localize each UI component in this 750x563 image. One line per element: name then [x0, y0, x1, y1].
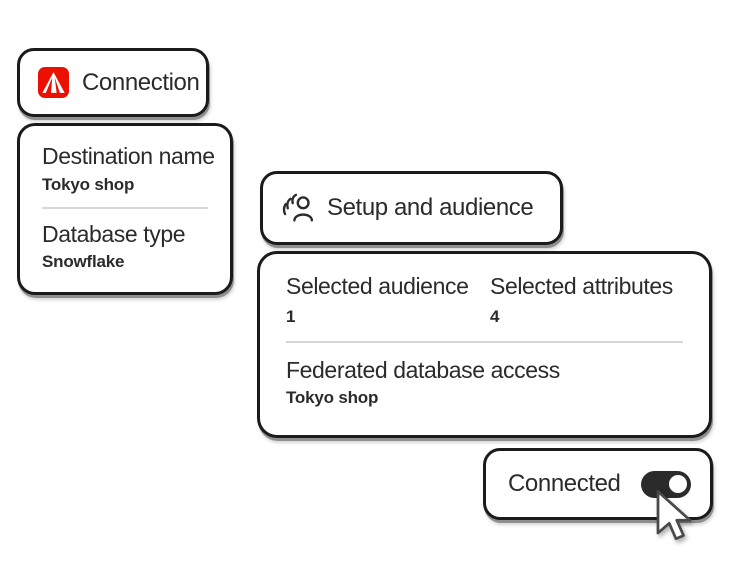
connected-label: Connected [508, 470, 621, 497]
toggle-knob-icon [669, 475, 687, 493]
setup-audience-card: Setup and audience [260, 171, 563, 245]
federated-access-field: Federated database access Tokyo shop [286, 357, 683, 409]
divider [42, 206, 208, 209]
connected-status-card: Connected [483, 448, 713, 520]
selected-attributes-stat: Selected attributes 4 [490, 273, 673, 327]
summary-card: Selected audience 1 Selected attributes … [257, 251, 712, 438]
stats-row: Selected audience 1 Selected attributes … [286, 273, 683, 327]
selected-attributes-label: Selected attributes [490, 273, 673, 299]
selected-audience-value: 1 [286, 306, 296, 326]
selected-audience-label: Selected audience [286, 273, 469, 299]
connection-title: Connection [82, 68, 200, 96]
destination-name-label: Destination name [42, 143, 215, 169]
selected-attributes-value: 4 [490, 306, 500, 326]
database-type-value: Snowflake [42, 252, 125, 272]
selected-audience-stat: Selected audience 1 [286, 273, 490, 327]
federated-access-label: Federated database access [286, 356, 560, 383]
mouse-cursor-icon [656, 490, 692, 541]
federated-access-value: Tokyo shop [286, 388, 379, 408]
destination-name-field: Destination name Tokyo shop [42, 143, 215, 195]
connected-toggle[interactable] [641, 470, 691, 498]
connection-card: Connection [17, 48, 209, 117]
audience-icon [282, 192, 315, 225]
database-type-field: Database type Snowflake [42, 221, 208, 273]
destination-name-value: Tokyo shop [42, 174, 135, 194]
divider [286, 340, 683, 343]
adobe-logo-icon [38, 67, 69, 98]
database-type-label: Database type [42, 220, 186, 247]
setup-audience-title: Setup and audience [327, 194, 534, 221]
destination-card: Destination name Tokyo shop Database typ… [17, 123, 233, 295]
